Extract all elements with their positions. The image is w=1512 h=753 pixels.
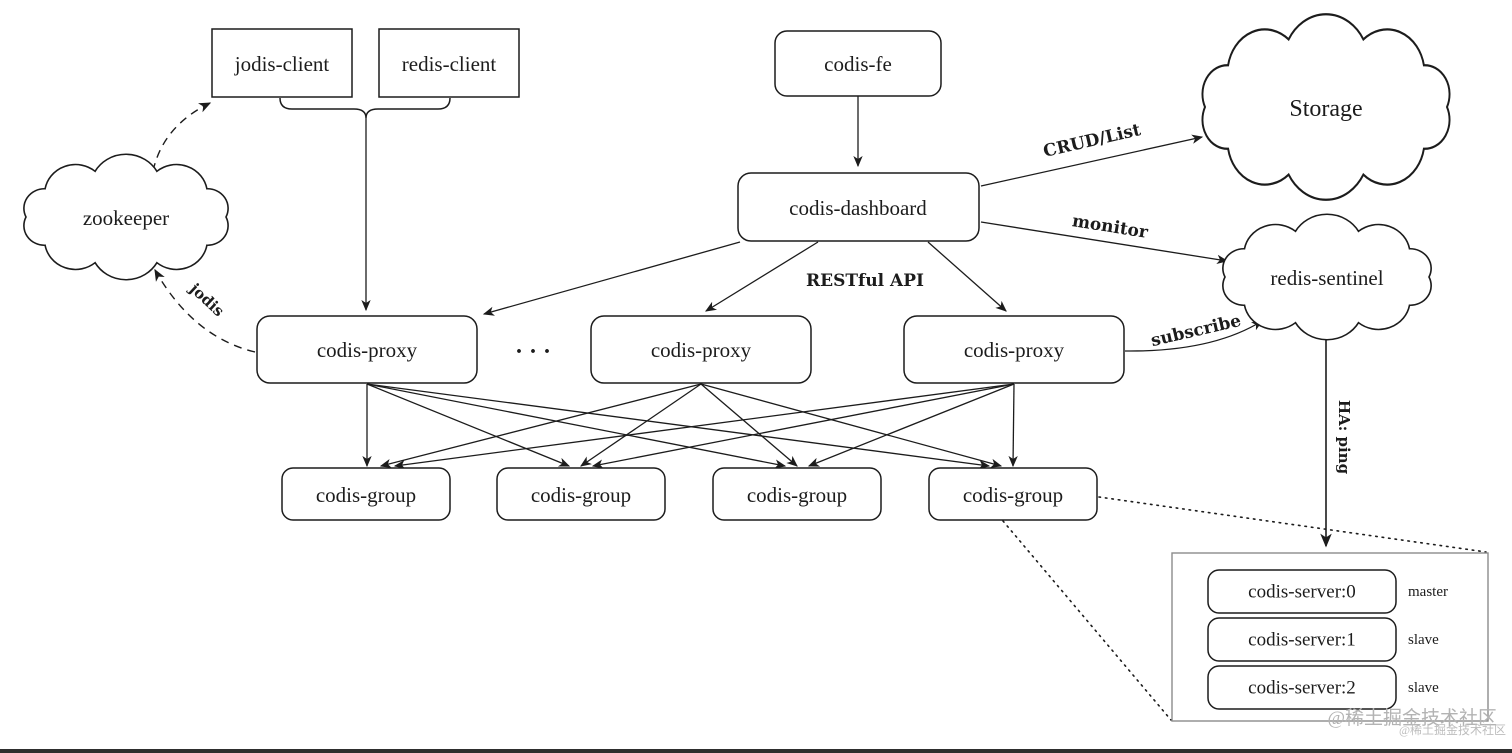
edge-zookeeper-to-client — [152, 102, 212, 172]
edge-group4-to-servers-top — [1098, 496, 1487, 553]
edge-dashboard-to-proxy1 — [482, 241, 741, 316]
node-codis-server-0: codis-server:0 master — [1207, 569, 1448, 614]
watermark-small: @稀土掘金技术社区 — [1399, 722, 1506, 737]
cloud-storage: Storage — [1201, 13, 1451, 201]
svg-text:Storage: Storage — [1289, 96, 1362, 122]
svg-text:codis-fe: codis-fe — [824, 52, 892, 76]
svg-text:jodis-client: jodis-client — [234, 52, 330, 76]
node-codis-server-2: codis-server:2 slave — [1207, 665, 1439, 710]
label-jodis: jodis — [185, 278, 228, 320]
edge-dashboard-to-proxy2 — [705, 241, 819, 312]
proxy-ellipsis: · · · — [515, 339, 551, 365]
node-codis-group-4: codis-group — [928, 467, 1098, 521]
svg-text:codis-group: codis-group — [963, 483, 1063, 507]
svg-text:codis-dashboard: codis-dashboard — [789, 196, 927, 220]
svg-text:redis-client: redis-client — [402, 52, 497, 76]
node-codis-group-3: codis-group — [712, 467, 882, 521]
bottom-edge-bar — [0, 749, 1512, 753]
label-ha-ping: HA: ping — [1335, 400, 1353, 475]
svg-text:codis-proxy: codis-proxy — [651, 338, 752, 362]
node-codis-group-2: codis-group — [496, 467, 666, 521]
node-jodis-client: jodis-client — [211, 28, 353, 98]
node-codis-proxy-2: codis-proxy — [590, 315, 812, 384]
svg-text:codis-proxy: codis-proxy — [317, 338, 418, 362]
server-group-container: codis-server:0 master codis-server:1 sla… — [1171, 552, 1489, 722]
node-codis-fe: codis-fe — [774, 30, 942, 97]
edge-proxy3-to-sentinel — [1124, 320, 1263, 352]
clients-brace — [279, 97, 451, 119]
label-crud-list: CRUD/List — [1041, 120, 1142, 162]
svg-text:redis-sentinel: redis-sentinel — [1270, 266, 1383, 290]
svg-text:codis-server:2: codis-server:2 — [1248, 678, 1356, 699]
node-redis-client: redis-client — [378, 28, 520, 98]
svg-text:codis-group: codis-group — [747, 483, 847, 507]
node-codis-proxy-1: codis-proxy — [256, 315, 478, 384]
role-label-slave-2: slave — [1408, 680, 1439, 696]
svg-text:zookeeper: zookeeper — [83, 206, 169, 230]
edge-dashboard-to-sentinel — [980, 221, 1229, 265]
edge-dashboard-to-proxy3 — [927, 241, 1007, 312]
svg-text:codis-group: codis-group — [531, 483, 631, 507]
edge-group4-to-servers-bottom — [1002, 520, 1172, 721]
svg-text:codis-server:1: codis-server:1 — [1248, 630, 1356, 651]
svg-text:codis-server:0: codis-server:0 — [1248, 582, 1356, 603]
cloud-zookeeper: zookeeper — [23, 153, 229, 281]
svg-text:codis-proxy: codis-proxy — [964, 338, 1065, 362]
node-codis-server-1: codis-server:1 slave — [1207, 617, 1439, 662]
watermark: @稀土掘金技术社区 — [1328, 707, 1498, 729]
node-codis-proxy-3: codis-proxy — [903, 315, 1125, 384]
role-label-slave-1: slave — [1408, 632, 1439, 648]
edges-proxy-to-group — [362, 383, 1018, 470]
node-codis-dashboard: codis-dashboard — [737, 172, 980, 242]
node-codis-group-1: codis-group — [281, 467, 451, 521]
edge-dashboard-to-storage — [980, 134, 1204, 187]
role-label-master: master — [1408, 584, 1448, 600]
cloud-redis-sentinel: redis-sentinel — [1222, 213, 1432, 341]
label-restful-api: RESTful API — [806, 271, 924, 291]
svg-text:codis-group: codis-group — [316, 483, 416, 507]
edge-proxy1-to-zookeeper — [154, 268, 256, 353]
